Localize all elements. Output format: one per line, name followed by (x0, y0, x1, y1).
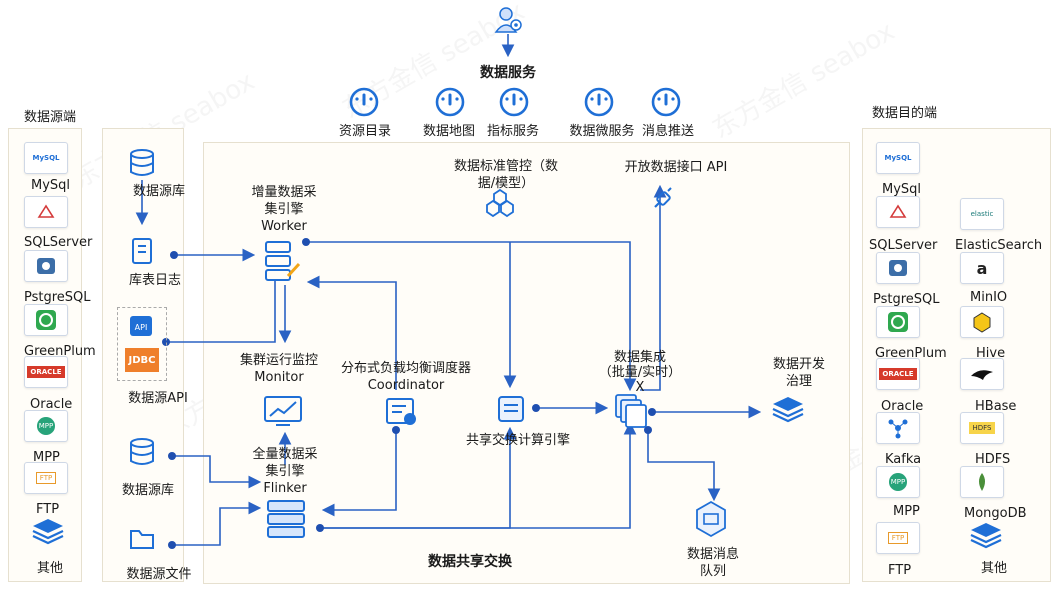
plug-icon (648, 186, 676, 214)
database-icon (128, 148, 156, 178)
monitor-chart-icon (262, 394, 306, 428)
hive-logo-icon (960, 306, 1004, 338)
message-queue-label: 数据消息队列 (686, 547, 740, 579)
open-api-label: 开放数据接口 API (624, 160, 728, 175)
target-panel-title: 数据目的端 (872, 106, 938, 121)
ftp-logo-icon: FTP (24, 462, 68, 494)
target-elasticsearch-label: ElasticSearch (955, 238, 1043, 253)
exchange-panel (203, 142, 850, 584)
user-gear-icon (494, 5, 524, 35)
compute-engine-label: 共享交换计算引擎 (465, 433, 571, 448)
gauge-icon (498, 86, 530, 118)
postgresql-logo-icon (24, 250, 68, 282)
source-other-label: 其他 (37, 561, 64, 576)
api-group (117, 307, 167, 381)
source-db1-label: 数据源库 (132, 184, 186, 199)
oracle-logo-icon: ORACLE (24, 356, 68, 388)
mpp-logo-icon: MPP (24, 410, 68, 442)
stack-layers-icon (30, 516, 66, 546)
service-micro-label[interactable]: 数据微服务 (569, 124, 635, 139)
database-icon (128, 437, 156, 467)
source-postgresql-label: PstgreSQL (24, 290, 91, 305)
service-metric-label[interactable]: 指标服务 (486, 124, 540, 139)
folder-icon (128, 526, 156, 552)
target-greenplum-label: GreenPlum (875, 346, 947, 361)
target-other-label: 其他 (981, 561, 1008, 576)
target-minio-label: MinIO (970, 290, 1008, 305)
target-sqlserver-label: SQLServer (869, 238, 938, 253)
message-queue-icon (694, 500, 728, 540)
service-push-label[interactable]: 消息推送 (641, 124, 695, 139)
source-ftp-label: FTP (36, 502, 60, 517)
server-stack-icon (262, 238, 302, 284)
dev-governance-label: 数据开发治理 (772, 357, 826, 389)
target-mysql-label: MySql (882, 182, 922, 197)
gauge-icon (650, 86, 682, 118)
mysql-logo-icon: MySQL (24, 142, 68, 174)
source-api-label: 数据源API (128, 391, 188, 406)
stack-layers-icon (968, 520, 1004, 550)
target-hbase-label: HBase (975, 399, 1017, 414)
api-chip-icon: API (125, 313, 157, 339)
hdfs-logo-icon: HDFS (960, 412, 1004, 444)
source-log-label: 库表日志 (128, 273, 182, 288)
source-mysql-label: MySql (31, 178, 71, 193)
data-exchange-title: 数据共享交换 (428, 554, 512, 570)
hbase-logo-icon (960, 358, 1004, 390)
stacked-docs-icon (612, 392, 648, 428)
elastic-logo-icon: elastic (960, 198, 1004, 230)
mpp-logo-icon: MPP (876, 466, 920, 498)
greenplum-logo-icon (876, 306, 920, 338)
target-oracle-label: Oracle (881, 399, 924, 414)
sqlserver-logo-icon (876, 196, 920, 228)
kafka-logo-icon (876, 412, 920, 444)
integration-label: 数据集成（批量/实时）X (598, 350, 682, 395)
server-stack-icon (264, 498, 308, 540)
source-db2-label: 数据源库 (121, 483, 175, 498)
dashboard-icon (384, 396, 420, 428)
standard-control-label: 数据标准管控（数据/模型） (453, 159, 559, 191)
data-service-title: 数据服务 (480, 65, 536, 81)
gauge-icon (434, 86, 466, 118)
ftp-logo-icon: FTP (876, 522, 920, 554)
gauge-icon (348, 86, 380, 118)
stack-layers-icon (770, 394, 806, 424)
source-mpp-label: MPP (33, 450, 60, 465)
sqlserver-logo-icon (24, 196, 68, 228)
target-hdfs-label: HDFS (975, 452, 1011, 467)
target-kafka-label: Kafka (885, 452, 922, 467)
minio-logo-icon: a (960, 252, 1004, 284)
jdbc-logo-icon: JDBC (125, 348, 159, 372)
hexagon-cluster-icon (484, 188, 516, 218)
source-oracle-label: Oracle (30, 397, 73, 412)
source-greenplum-label: GreenPlum (24, 344, 96, 359)
gauge-icon (583, 86, 615, 118)
target-hive-label: Hive (976, 346, 1006, 361)
service-catalog-label[interactable]: 资源目录 (338, 124, 392, 139)
target-ftp-label: FTP (888, 563, 912, 578)
service-map-label[interactable]: 数据地图 (422, 124, 476, 139)
target-postgresql-label: PstgreSQL (873, 292, 940, 307)
mongodb-logo-icon (960, 466, 1004, 498)
postgresql-logo-icon (876, 252, 920, 284)
greenplum-logo-icon (24, 304, 68, 336)
target-mongodb-label: MongoDB (964, 506, 1027, 521)
svg-text:API: API (135, 323, 148, 332)
source-file-label: 数据源文件 (126, 567, 192, 582)
source-sqlserver-label: SQLServer (24, 235, 93, 250)
mysql-logo-icon: MySQL (876, 142, 920, 174)
compute-engine-icon (496, 394, 526, 424)
oracle-logo-icon: ORACLE (876, 358, 920, 390)
source-panel-title: 数据源端 (24, 110, 77, 125)
target-mpp-label: MPP (893, 504, 920, 519)
log-document-icon (130, 236, 156, 266)
